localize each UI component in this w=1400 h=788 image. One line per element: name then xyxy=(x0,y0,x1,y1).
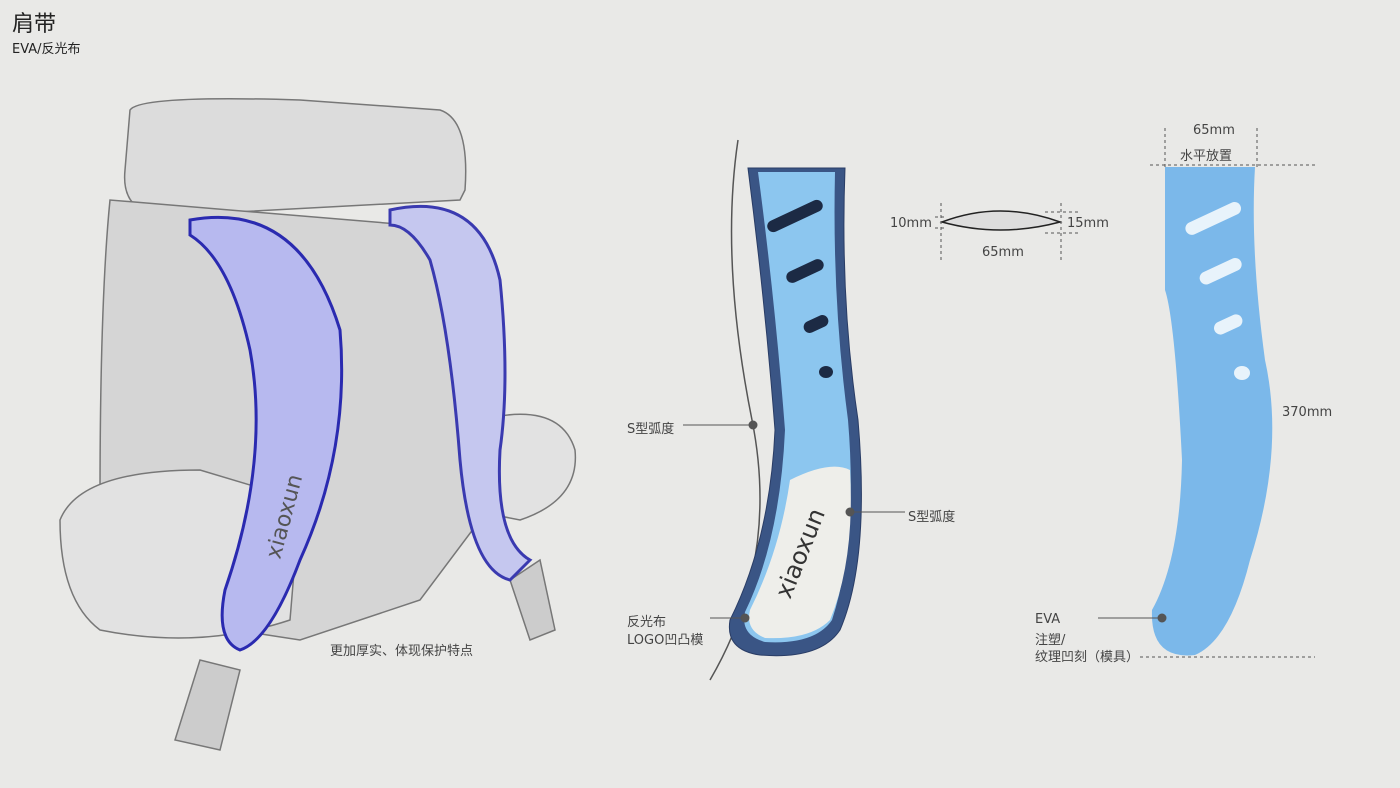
label-logo-emboss: LOGO凹凸模 xyxy=(627,633,704,648)
page-title: 肩带 xyxy=(12,12,57,37)
backpack-strap-right xyxy=(388,204,533,582)
backpack-caption: 更加厚实、体现保护特点 xyxy=(330,644,474,659)
cross-section-left: 10mm xyxy=(890,216,932,231)
cross-section xyxy=(935,203,1080,262)
cross-section-right: 15mm xyxy=(1067,216,1109,231)
front-width: 65mm xyxy=(1193,123,1235,138)
strap-front-slots xyxy=(1185,202,1250,380)
page-subtitle: EVA/反光布 xyxy=(12,42,81,57)
front-length: 370mm xyxy=(1282,405,1333,420)
label-reflective: 反光布 xyxy=(627,615,667,630)
backpack-strap-left xyxy=(188,215,344,652)
strap-side-slots xyxy=(767,199,833,378)
front-note: 水平放置 xyxy=(1180,149,1233,164)
front-process2: 纹理凹刻（模具） xyxy=(1035,650,1140,665)
cross-section-width: 65mm xyxy=(982,245,1024,260)
front-material: EVA xyxy=(1035,612,1061,627)
label-s-curve-right: S型弧度 xyxy=(908,510,956,525)
strap-front-view xyxy=(1151,167,1273,656)
label-s-curve-left: S型弧度 xyxy=(627,422,675,437)
front-process1: 注塑/ xyxy=(1035,633,1066,648)
